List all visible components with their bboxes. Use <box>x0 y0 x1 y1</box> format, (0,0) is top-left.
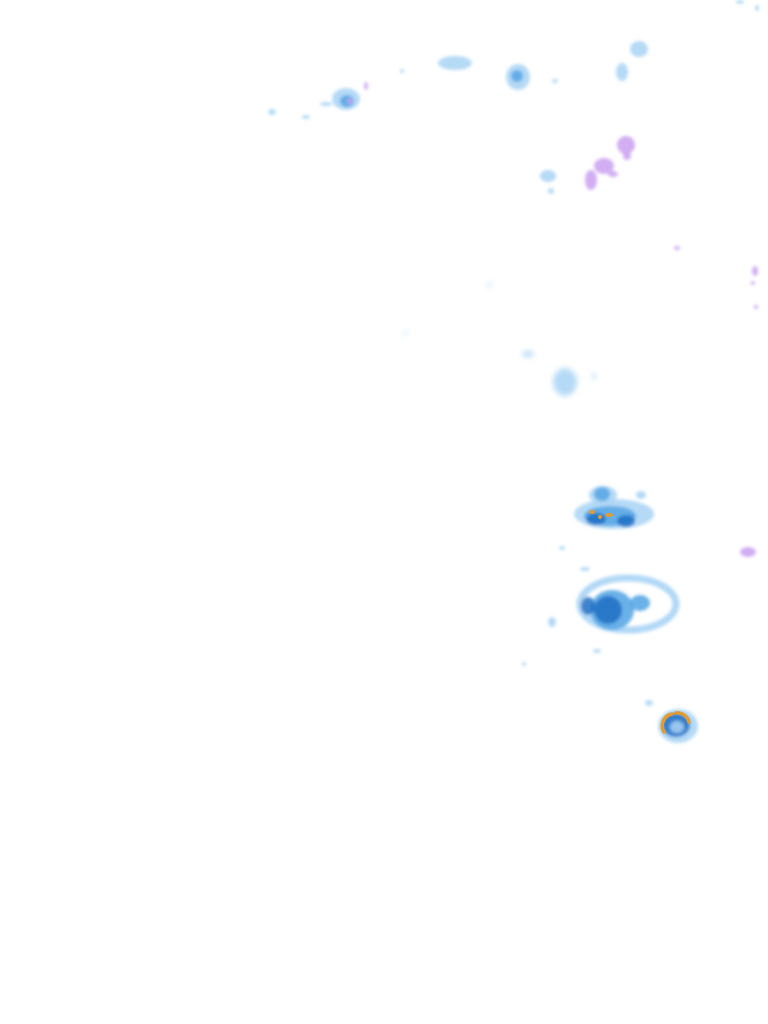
rain-echo <box>589 510 595 514</box>
rain-echo <box>752 266 758 276</box>
rain-echo <box>581 597 595 615</box>
rain-echo <box>617 136 635 154</box>
rain-echo <box>594 158 614 174</box>
rain-echo <box>623 152 631 160</box>
rain-echo <box>660 712 674 734</box>
rain-echo <box>347 98 353 104</box>
rain-echo <box>438 56 472 70</box>
rain-echo <box>630 595 650 611</box>
rain-echo <box>616 63 628 81</box>
rain-echo <box>522 351 534 357</box>
rain-echo <box>320 102 332 106</box>
rain-echo <box>559 546 565 550</box>
rain-echo <box>585 170 597 190</box>
rain-echo <box>636 491 646 499</box>
rain-echo <box>594 596 622 624</box>
rain-echo <box>586 513 606 525</box>
rain-echo <box>364 82 368 90</box>
rain-echo <box>598 515 602 519</box>
rain-echo <box>268 109 276 115</box>
rain-echo <box>522 662 526 666</box>
rain-echo <box>674 711 691 724</box>
rain-echo <box>754 305 758 309</box>
rain-echo <box>617 515 635 527</box>
rain-echo <box>400 69 404 73</box>
rain-echo <box>670 721 684 733</box>
echo-east-purple-specks <box>585 136 758 557</box>
rain-echo <box>403 332 409 334</box>
rain-echo <box>645 700 653 706</box>
rain-echo <box>608 171 618 177</box>
rain-echo <box>553 368 577 396</box>
echo-northeast-cells <box>506 0 759 194</box>
rain-echo <box>488 283 492 287</box>
rain-echo <box>552 79 558 83</box>
rain-echo <box>302 115 310 119</box>
rain-echo <box>592 373 596 379</box>
rain-echo <box>755 5 759 11</box>
echo-central-east-shower <box>403 283 596 396</box>
rain-echo <box>605 513 613 517</box>
rain-echo <box>540 170 556 182</box>
rain-echo <box>576 574 680 634</box>
rain-echo <box>736 0 744 4</box>
echo-north-cluster <box>268 56 472 119</box>
rain-echo <box>511 70 523 82</box>
echo-storm-cell-a <box>574 486 654 529</box>
echo-storm-cell-b <box>522 546 680 666</box>
rain-echo <box>594 487 610 501</box>
echo-storm-cell-c <box>645 700 698 743</box>
rain-echo <box>548 617 556 627</box>
rain-echo <box>674 246 680 250</box>
rain-echo <box>548 188 554 194</box>
rain-echo <box>740 547 756 557</box>
rain-echo <box>580 567 590 571</box>
rain-echo <box>593 649 601 653</box>
rain-echo <box>630 41 648 57</box>
rain-echo <box>751 281 755 285</box>
